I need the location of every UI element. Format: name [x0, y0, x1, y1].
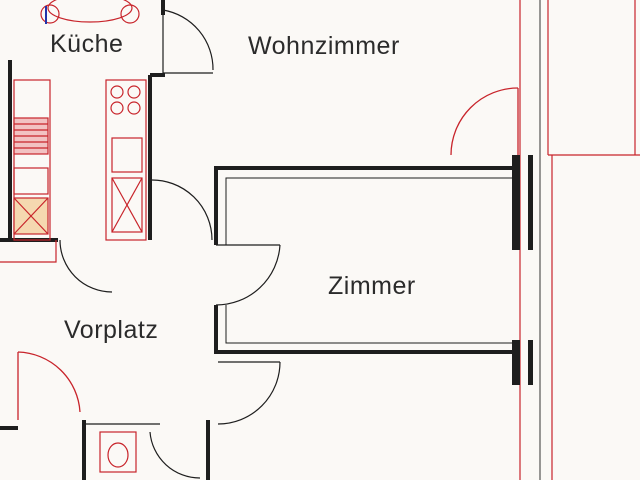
door-wohnzimmer [450, 87, 519, 156]
wall-zimmer [214, 166, 520, 354]
room-label-wohnzimmer: Wohnzimmer [248, 32, 400, 60]
dining-table [40, 0, 140, 24]
wall-zimmer-inner [225, 177, 512, 344]
kitchen-counter-left [13, 79, 51, 241]
door-hall-lower [217, 361, 281, 425]
door-zimmer [215, 244, 281, 306]
facade-lines [519, 0, 640, 480]
room-label-zimmer: Zimmer [328, 272, 416, 300]
door-entry [17, 351, 81, 420]
kitchen-counter-right [105, 79, 147, 241]
bathroom [0, 420, 210, 480]
room-label-kueche: Küche [50, 30, 124, 58]
door-hall-upper [59, 179, 213, 293]
door-kueche [162, 9, 214, 74]
exterior-wall-right [512, 155, 533, 385]
wall-red-outline [0, 240, 57, 263]
room-label-vorplatz: Vorplatz [64, 316, 159, 344]
